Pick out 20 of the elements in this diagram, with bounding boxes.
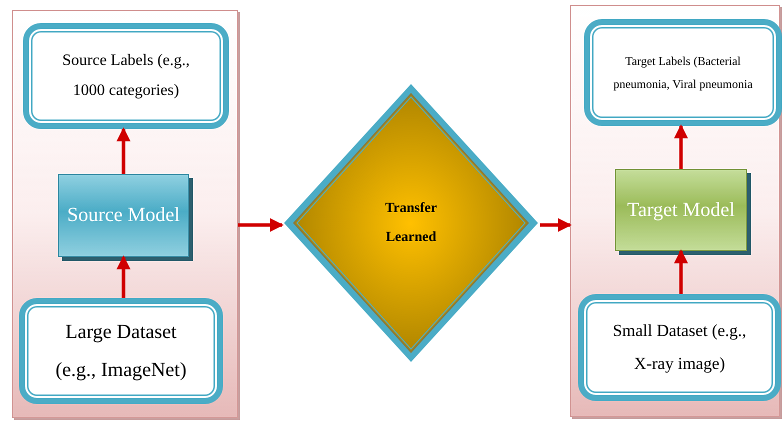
box-text: Large Dataset (e.g., ImageNet) <box>54 320 188 383</box>
arrow <box>674 249 688 294</box>
rounded-box <box>19 298 223 404</box>
rounded-box <box>578 294 781 401</box>
box-text: Source Labels (e.g., 1000 categories) <box>61 50 191 101</box>
box-text: Small Dataset (e.g., X-ray image) <box>612 320 748 375</box>
arrow <box>116 255 130 298</box>
box-text: Target Labels (Bacterial pneumonia, Viral pneumonia <box>612 52 754 92</box>
arrow <box>116 127 130 174</box>
rounded-box <box>23 23 229 129</box>
arrow <box>540 218 572 232</box>
arrow <box>674 124 688 169</box>
arrow <box>238 218 284 232</box>
rounded-box <box>584 19 782 126</box>
panel-background <box>570 5 780 417</box>
box-text: Transfer Learned <box>384 200 438 247</box>
model-label: Target Model <box>627 198 735 222</box>
panel-background <box>12 10 238 418</box>
model-label: Source Model <box>67 204 180 227</box>
decision-diamond <box>282 82 540 364</box>
